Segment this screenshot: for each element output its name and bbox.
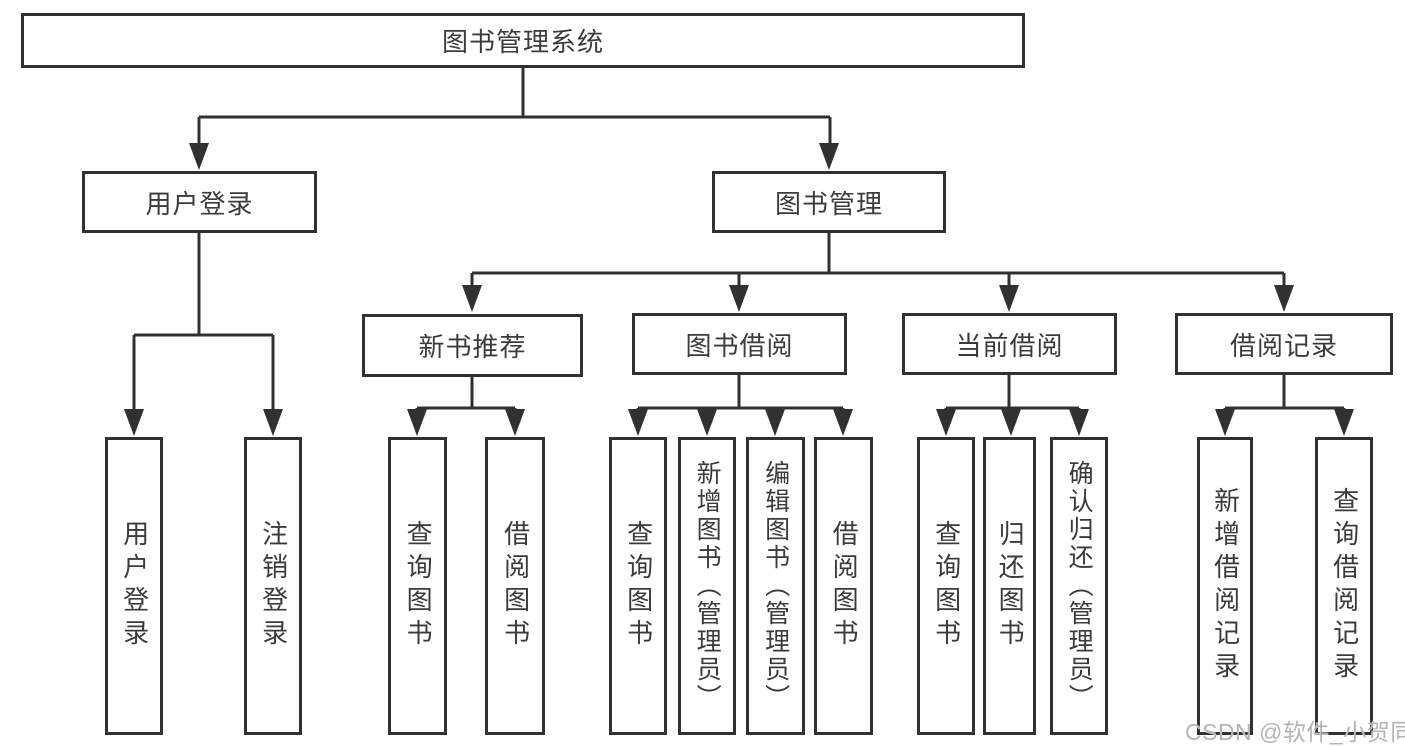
arrow-down-icon (462, 285, 482, 312)
node-label: 用户登录 (145, 188, 254, 219)
node-label: 查询图书 (403, 520, 434, 652)
edge-current-borrow-branch (944, 375, 1081, 414)
node-label: 借阅记录 (1229, 330, 1338, 361)
leaf-borrow-books: 借阅图书 (814, 437, 873, 735)
leaf-query-books-recommend: 查询图书 (388, 437, 447, 735)
arrowheads (124, 143, 1354, 436)
leaf-query-books-current: 查询图书 (917, 437, 975, 735)
node-label: 查询图书 (623, 520, 654, 652)
arrow-down-icon (1069, 409, 1089, 436)
node-book-borrow: 图书借阅 (632, 313, 847, 375)
arrow-down-icon (936, 409, 956, 436)
node-label: 图书管理系统 (441, 27, 604, 57)
arrow-down-icon (1274, 285, 1294, 312)
arrow-down-icon (1334, 409, 1354, 436)
node-label: 图书管理 (774, 188, 883, 219)
leaf-edit-book-admin: 编辑图书（管理员） (746, 437, 805, 735)
arrow-down-icon (765, 409, 785, 436)
arrow-down-icon (729, 285, 749, 312)
leaf-query-books-borrow: 查询图书 (609, 437, 667, 735)
csdn-watermark: CSDN @软件_小贺同学 (1185, 719, 1405, 745)
edge-book-management-branch (470, 233, 1286, 291)
node-label: 注销登录 (258, 520, 289, 652)
arrow-down-icon (1001, 409, 1021, 436)
arrow-down-icon (1215, 409, 1235, 436)
node-label: 借阅图书 (500, 520, 531, 652)
leaf-confirm-return-admin: 确认归还（管理员） (1050, 437, 1108, 735)
node-label: 用户登录 (119, 520, 150, 652)
node-new-book-recommend: 新书推荐 (362, 314, 583, 377)
leaf-borrow-books-recommend: 借阅图书 (485, 437, 545, 735)
node-label: 新增图书（管理员） (693, 460, 722, 712)
node-label: 新增借阅记录 (1210, 487, 1241, 685)
arrow-down-icon (505, 409, 525, 436)
arrow-down-icon (628, 409, 648, 436)
node-borrow-records: 借阅记录 (1175, 313, 1393, 375)
node-label: 当前借阅 (955, 330, 1064, 361)
edge-root-to-level2 (197, 68, 832, 148)
leaf-add-borrow-record: 新增借阅记录 (1197, 437, 1253, 735)
node-label: 借阅图书 (829, 520, 860, 652)
node-label: 图书借阅 (685, 330, 794, 361)
arrow-down-icon (189, 143, 209, 170)
arrow-down-icon (407, 409, 427, 436)
leaf-return-book: 归还图书 (983, 437, 1036, 735)
node-label: 查询图书 (931, 520, 962, 652)
edge-new-book-branch (415, 377, 517, 414)
node-label: 归还图书 (995, 520, 1026, 652)
leaf-query-borrow-record: 查询借阅记录 (1315, 437, 1373, 735)
edge-book-borrow-branch (636, 375, 845, 414)
arrow-down-icon (263, 409, 283, 436)
node-book-management: 图书管理 (712, 171, 946, 233)
edge-borrow-records-branch (1223, 375, 1346, 414)
node-user-login: 用户登录 (82, 171, 317, 233)
arrow-down-icon (697, 409, 717, 436)
arrow-down-icon (124, 409, 144, 436)
node-label: 编辑图书（管理员） (761, 460, 790, 712)
arrow-down-icon (833, 409, 853, 436)
leaf-user-login: 用户登录 (105, 437, 163, 735)
node-label: 确认归还（管理员） (1065, 460, 1094, 712)
arrow-down-icon (819, 143, 839, 170)
node-label: 新书推荐 (418, 332, 527, 362)
node-label: 查询借阅记录 (1329, 487, 1360, 685)
leaf-logout: 注销登录 (244, 437, 302, 735)
arrow-down-icon (999, 285, 1019, 312)
node-current-borrow: 当前借阅 (902, 313, 1117, 375)
node-library-system: 图书管理系统 (21, 13, 1025, 68)
leaf-add-book-admin: 新增图书（管理员） (678, 437, 736, 735)
edge-user-login-branch (132, 233, 275, 414)
